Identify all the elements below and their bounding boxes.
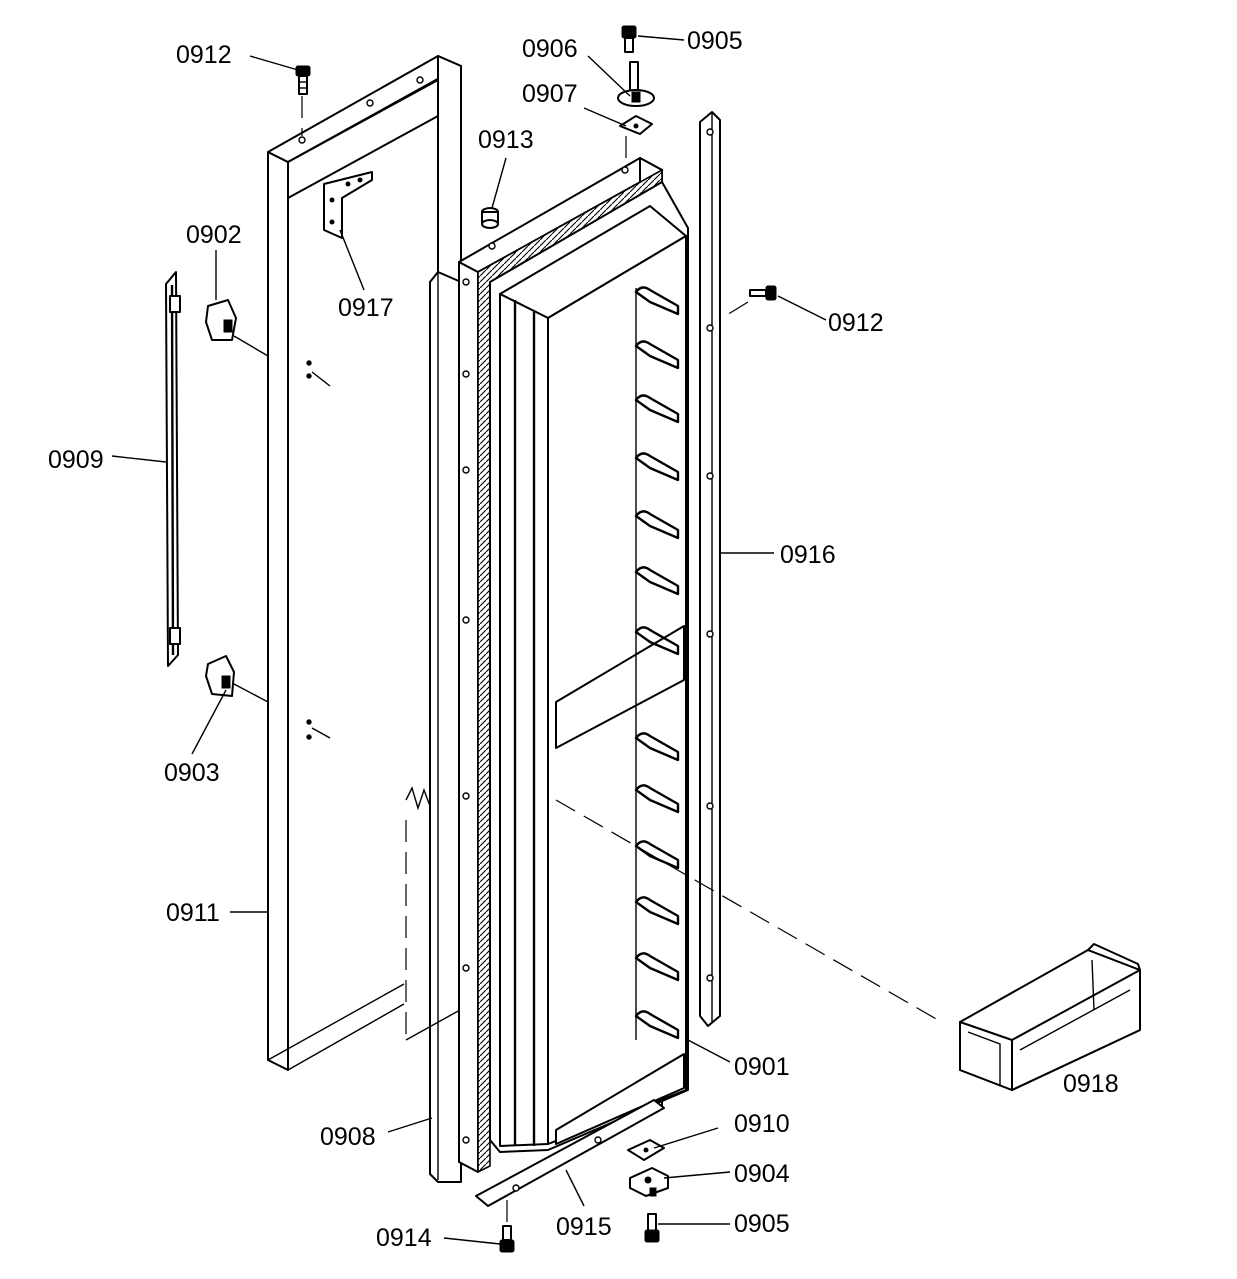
label-0904: 0904 xyxy=(734,1160,790,1188)
label-0911: 0911 xyxy=(166,899,220,927)
label-0909: 0909 xyxy=(48,446,104,474)
label-0907: 0907 xyxy=(522,80,578,108)
label-0915: 0915 xyxy=(556,1213,612,1241)
hinge-bracket-0904 xyxy=(629,1167,669,1197)
label-0910: 0910 xyxy=(734,1110,790,1138)
door-liner-0901 xyxy=(458,157,689,1174)
label-0914: 0914 xyxy=(376,1224,432,1252)
door-handle-0909 xyxy=(165,271,181,667)
plug-0913 xyxy=(481,207,499,229)
screw-0912-top xyxy=(295,65,311,136)
label-0918: 0918 xyxy=(1063,1070,1119,1098)
label-0903: 0903 xyxy=(164,759,220,787)
label-0906: 0906 xyxy=(522,35,578,63)
gasket-strip-0908 xyxy=(405,271,462,1183)
label-0916: 0916 xyxy=(780,541,836,569)
handle-clip-0903 xyxy=(205,655,235,697)
bin-leader-line xyxy=(555,799,939,1021)
door-bin-0918 xyxy=(959,943,1141,1091)
label-0913: 0913 xyxy=(478,126,534,154)
label-0917: 0917 xyxy=(338,294,394,322)
hinge-plate-0910 xyxy=(627,1139,665,1161)
handle-clip-0902 xyxy=(205,299,237,341)
screw-0912-right xyxy=(721,285,777,319)
label-0901: 0901 xyxy=(734,1053,790,1081)
label-0912-top: 0912 xyxy=(176,41,232,69)
label-0912-right: 0912 xyxy=(828,309,884,337)
label-0905-top: 0905 xyxy=(687,27,743,55)
washer-0907 xyxy=(619,115,653,135)
bottom-trim-0915 xyxy=(475,1099,665,1207)
label-0908: 0908 xyxy=(320,1123,376,1151)
trim-strip-0916 xyxy=(699,111,721,1027)
hinge-bracket-0917 xyxy=(323,171,373,239)
label-0905-bottom: 0905 xyxy=(734,1210,790,1238)
screw-0905-bottom xyxy=(644,1213,660,1243)
screw-0905-top xyxy=(621,25,637,53)
leader-lines xyxy=(111,35,827,1245)
label-0902: 0902 xyxy=(186,221,242,249)
screw-0914 xyxy=(499,1200,515,1253)
hinge-pin-0906 xyxy=(617,61,655,107)
